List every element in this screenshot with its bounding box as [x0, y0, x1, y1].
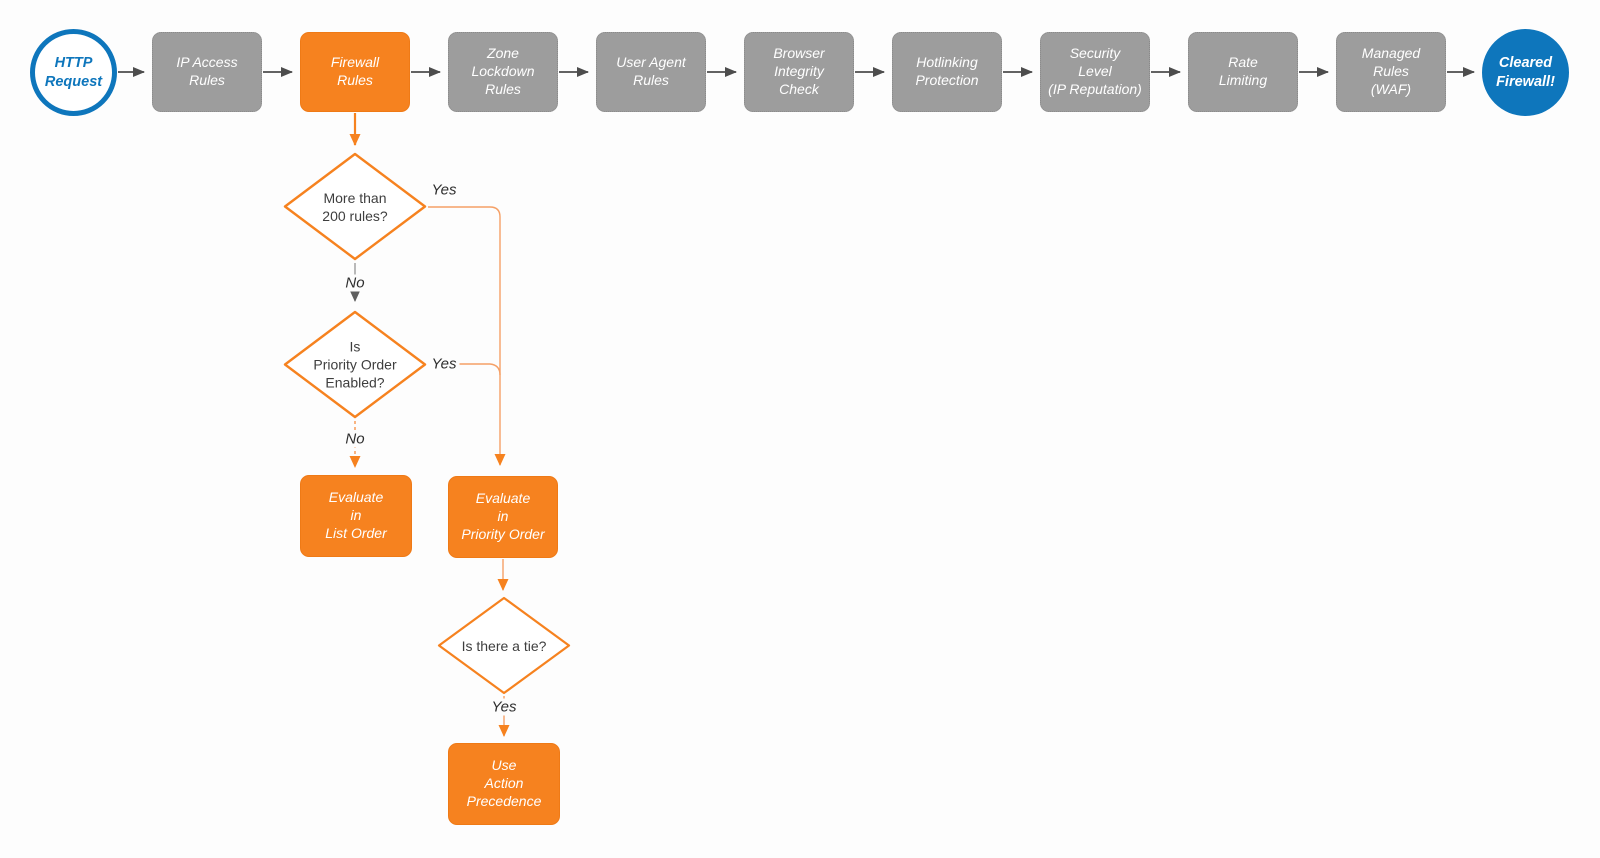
node-zone-lockdown-rules: Zone Lockdown Rules	[448, 32, 558, 112]
node-evaluate-in-list-order: Evaluate in List Order	[300, 475, 412, 557]
node-ip-access-rules: IP Access Rules	[152, 32, 262, 112]
node-label: Security Level (IP Reputation)	[1048, 45, 1142, 97]
node-browser-integrity-check: Browser Integrity Check	[744, 32, 854, 112]
node-cleared-firewall: Cleared Firewall!	[1482, 29, 1569, 116]
node-label: Browser Integrity Check	[773, 45, 825, 97]
branch-label-d1-yes: Yes	[428, 181, 460, 199]
node-firewall-rules: Firewall Rules	[300, 32, 410, 112]
node-label: Hotlinking Protection	[915, 54, 979, 88]
wire-d1-yes	[428, 206, 506, 466]
node-label: Evaluate in List Order	[325, 489, 387, 541]
node-use-action-precedence: Use Action Precedence	[448, 743, 560, 825]
diamond-shape	[283, 152, 427, 261]
branch-label-d2-no: No	[342, 430, 368, 448]
diamond-label: More than 200 rules?	[322, 189, 388, 224]
diamond-shape	[437, 596, 571, 695]
decision-is-there-a-tie: Is there a tie?	[437, 596, 571, 695]
node-label: Managed Rules (WAF)	[1361, 45, 1421, 97]
diamond-label: Is Priority Order Enabled?	[313, 338, 397, 391]
node-label: Use Action Precedence	[466, 757, 542, 809]
node-managed-rules-waf: Managed Rules (WAF)	[1336, 32, 1446, 112]
node-http-request-label: HTTP Request	[44, 55, 103, 90]
wire-d2-yes	[429, 363, 501, 376]
node-label: User Agent Rules	[616, 54, 686, 88]
decision-priority-order-enabled: Is Priority Order Enabled?	[283, 310, 427, 419]
branch-label-d2-yes: Yes	[428, 355, 460, 373]
diamond-label: Is there a tie?	[461, 637, 547, 654]
branch-label-d3-yes: Yes	[488, 698, 520, 716]
decision-more-than-200-rules: More than 200 rules?	[283, 152, 427, 261]
node-rate-limiting: Rate Limiting	[1188, 32, 1298, 112]
node-cleared-firewall-label: Cleared Firewall!	[1496, 55, 1555, 90]
node-label: Firewall Rules	[330, 54, 380, 88]
diamond-shape	[283, 310, 427, 419]
node-label: IP Access Rules	[176, 54, 238, 88]
node-label: Zone Lockdown Rules	[471, 45, 535, 97]
node-security-level: Security Level (IP Reputation)	[1040, 32, 1150, 112]
branch-label-d1-no: No	[342, 274, 368, 292]
node-http-request: HTTP Request	[30, 29, 117, 116]
node-label: Evaluate in Priority Order	[461, 490, 545, 542]
node-label: Rate Limiting	[1218, 54, 1268, 88]
node-hotlinking-protection: Hotlinking Protection	[892, 32, 1002, 112]
node-evaluate-in-priority-order: Evaluate in Priority Order	[448, 476, 558, 558]
node-user-agent-rules: User Agent Rules	[596, 32, 706, 112]
